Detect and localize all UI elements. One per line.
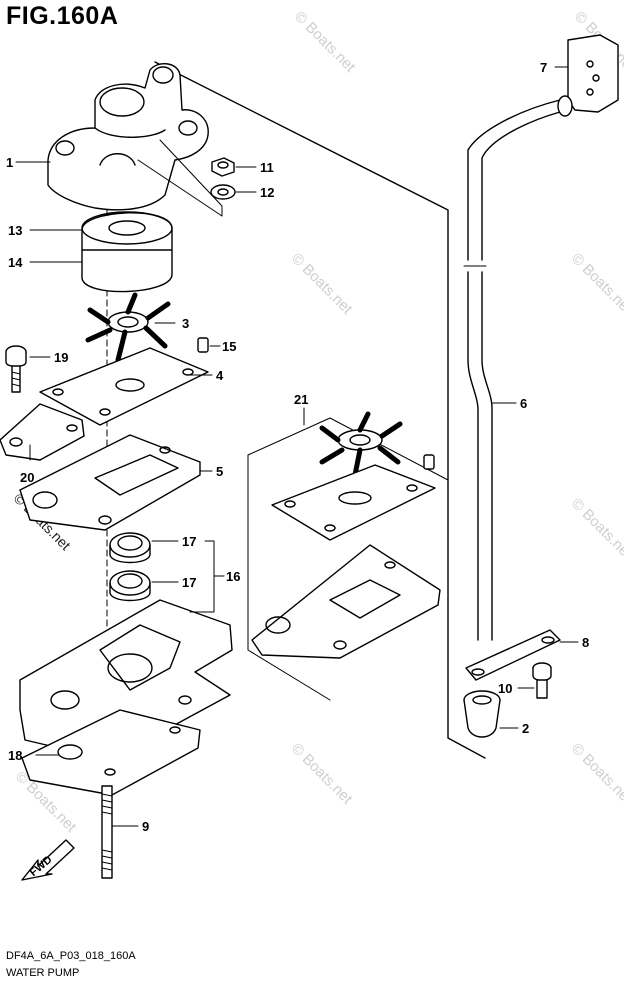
callout-4: 4	[216, 368, 224, 383]
fwd-arrow-icon	[21, 839, 75, 881]
kit-plate	[271, 464, 436, 541]
callout-10: 10	[498, 681, 512, 696]
callout-8: 8	[582, 635, 589, 650]
callout-20: 20	[20, 470, 34, 485]
callout-14: 14	[8, 255, 23, 270]
collar-part-2	[463, 690, 501, 738]
callout-21: 21	[294, 392, 308, 407]
kit-impeller	[319, 411, 435, 478]
assembly-outline	[154, 61, 486, 759]
callout-19: 19	[54, 350, 68, 365]
drawing-code: DF4A_6A_P03_018_160A	[6, 950, 136, 962]
callout-15: 15	[222, 339, 236, 354]
kit-gasket	[251, 544, 441, 659]
nut-part-11	[211, 157, 235, 177]
grommet-part-7	[557, 34, 619, 117]
callout-17-lower: 17	[182, 575, 196, 590]
callout-2: 2	[522, 721, 529, 736]
callout-13: 13	[8, 223, 22, 238]
callout-17-upper: 17	[182, 534, 196, 549]
callout-5: 5	[216, 464, 223, 479]
seal-part-17-lower	[109, 570, 151, 602]
repair-kit-box-part-21	[247, 417, 449, 701]
liner-part-13-14	[81, 211, 173, 293]
callout-16: 16	[226, 569, 240, 584]
callout-9: 9	[142, 819, 149, 834]
figure-title: FIG.160A	[6, 2, 119, 30]
stud-part-9	[101, 785, 113, 879]
gasket-part-5	[19, 434, 201, 531]
impeller-part-3	[85, 292, 171, 363]
bolt-part-10	[532, 662, 552, 699]
plate-part-4	[39, 347, 209, 426]
gasket-part-18	[21, 709, 201, 796]
key-part-15	[197, 337, 209, 353]
bolt-part-19	[5, 345, 27, 393]
figure-caption: WATER PUMP	[6, 967, 80, 979]
bracket-part-8	[465, 629, 561, 681]
callout-6: 6	[520, 396, 527, 411]
callout-18: 18	[8, 748, 22, 763]
seal-part-17-upper	[109, 532, 151, 564]
callout-leaders	[15, 66, 579, 827]
hose-part-6	[463, 99, 561, 641]
callout-labels: 1 2 3 4 5 6 7 8 9 10 11 12 13 14 15 16 1…	[6, 60, 589, 879]
callout-11: 11	[260, 160, 274, 175]
gasket-part-20	[0, 403, 85, 461]
callout-3: 3	[182, 316, 189, 331]
washer-part-12	[210, 184, 236, 200]
pump-case-part-1	[47, 63, 223, 217]
callout-12: 12	[260, 185, 274, 200]
callout-1: 1	[6, 155, 13, 170]
callout-7: 7	[540, 60, 547, 75]
